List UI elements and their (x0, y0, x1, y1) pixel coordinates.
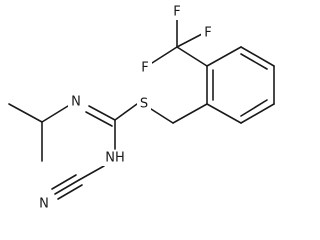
atom-sulfur: S (140, 97, 148, 112)
bond-cf3-f-left (151, 46, 178, 64)
bond-cf3-ring (176, 46, 208, 67)
bond-ring-inner-2 (240, 99, 268, 117)
atom-nh: NH (105, 151, 125, 166)
atom-fluorine-right: F (204, 26, 211, 41)
bond-ch2-s (150, 108, 174, 124)
atom-nitrogen-nitrile: N (39, 197, 49, 212)
bond-nitrile-2 (51, 174, 77, 190)
bond-nh-cn (78, 165, 105, 181)
bond-c-n-double-2 (85, 111, 113, 127)
bond-ring-inner-1 (240, 53, 268, 70)
bond-ring-ch2 (172, 103, 208, 124)
bonds (8, 17, 275, 200)
bond-s-c (114, 103, 138, 121)
bond-ring-5 (206, 103, 242, 124)
chemical-structure-diagram: F F F N S NH N (8, 4, 275, 212)
bond-n-ch (41, 105, 69, 123)
bond-c-n-double-1 (88, 105, 116, 121)
atom-fluorine-top: F (173, 5, 180, 20)
bond-nitrile-1 (54, 179, 80, 195)
bond-cf3-f-right (176, 33, 203, 48)
bond-ring-2 (240, 46, 275, 67)
atom-labels: F F F N S NH N (36, 4, 215, 212)
bond-ring-1 (206, 46, 242, 67)
bond-ch-me1 (8, 103, 43, 123)
atom-nitrogen-imine: N (71, 95, 81, 110)
bond-nitrile-3 (57, 184, 83, 200)
bond-ring-4 (240, 103, 275, 124)
atom-fluorine-left: F (141, 61, 148, 76)
